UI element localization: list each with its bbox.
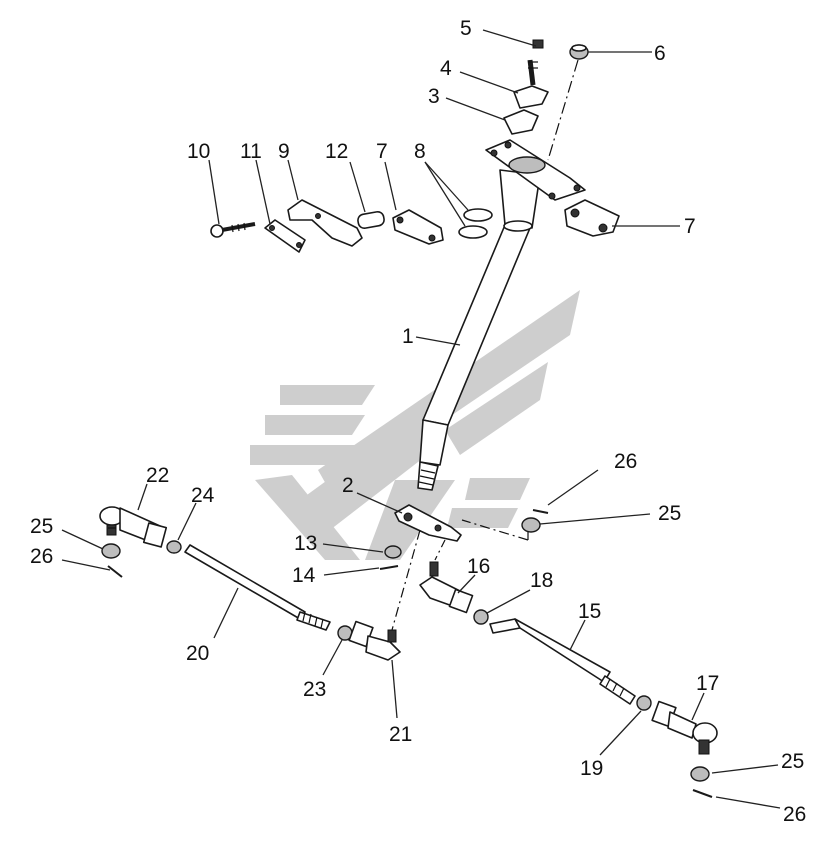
column-head-bracket: [485, 139, 586, 201]
callout-4: 4: [440, 57, 452, 80]
tie-rod-end-16: [419, 561, 474, 614]
callout-10: 10: [187, 140, 210, 163]
nut-pin-right: [690, 766, 713, 798]
steering-column: [417, 169, 541, 491]
callout-11: 11: [240, 140, 262, 163]
bracket-part-7-right: [564, 199, 620, 237]
nut-pin-upper-right: [521, 509, 549, 533]
callout-17: 17: [696, 672, 719, 695]
callout-20: 20: [186, 642, 209, 665]
leader-lines: [61, 29, 781, 809]
clamp-parts: [503, 39, 549, 135]
callout-9: 9: [278, 140, 290, 163]
callout-12: 12: [325, 140, 348, 163]
tie-rod-end-17: [651, 700, 718, 755]
nut-24: [166, 540, 182, 554]
callout-22: 22: [146, 464, 169, 487]
callout-25-upper: 25: [658, 502, 681, 525]
callout-18: 18: [530, 569, 553, 592]
nut-pin-left: [101, 543, 123, 578]
callout-26-left: 26: [30, 545, 53, 568]
callout-7-left: 7: [376, 140, 388, 163]
callout-2: 2: [342, 474, 354, 497]
tie-rod-end-21: [348, 620, 401, 661]
callout-labels: 5 6 4 3 10 11 9 12 7 8 7 1 2 26 25 22 24…: [30, 17, 806, 826]
tie-rod-15: [489, 618, 636, 705]
callout-15: 15: [578, 600, 601, 623]
callout-1: 1: [402, 325, 414, 348]
callout-26-upper: 26: [614, 450, 637, 473]
callout-23: 23: [303, 678, 326, 701]
callout-25-right: 25: [781, 750, 804, 773]
callout-24: 24: [191, 484, 215, 507]
callout-16: 16: [467, 555, 490, 578]
callout-19: 19: [580, 757, 603, 780]
callout-8: 8: [414, 140, 426, 163]
callout-3: 3: [428, 85, 440, 108]
callout-13: 13: [294, 532, 317, 555]
callout-14: 14: [292, 564, 316, 587]
callout-26-right: 26: [783, 803, 806, 826]
callout-5: 5: [460, 17, 472, 40]
cap-part-6: [569, 44, 589, 60]
callout-6: 6: [654, 42, 666, 65]
tie-rod-20: [184, 544, 331, 631]
tie-rod-end-22: [99, 506, 168, 548]
callout-21: 21: [389, 723, 412, 746]
nut-13-pin-14: [379, 545, 402, 570]
callout-7-right: 7: [684, 215, 696, 238]
nut-19: [636, 695, 652, 711]
nut-18: [473, 609, 489, 625]
callout-25-left: 25: [30, 515, 53, 538]
column-mount-parts: [210, 199, 493, 253]
steering-arm: [394, 504, 462, 542]
